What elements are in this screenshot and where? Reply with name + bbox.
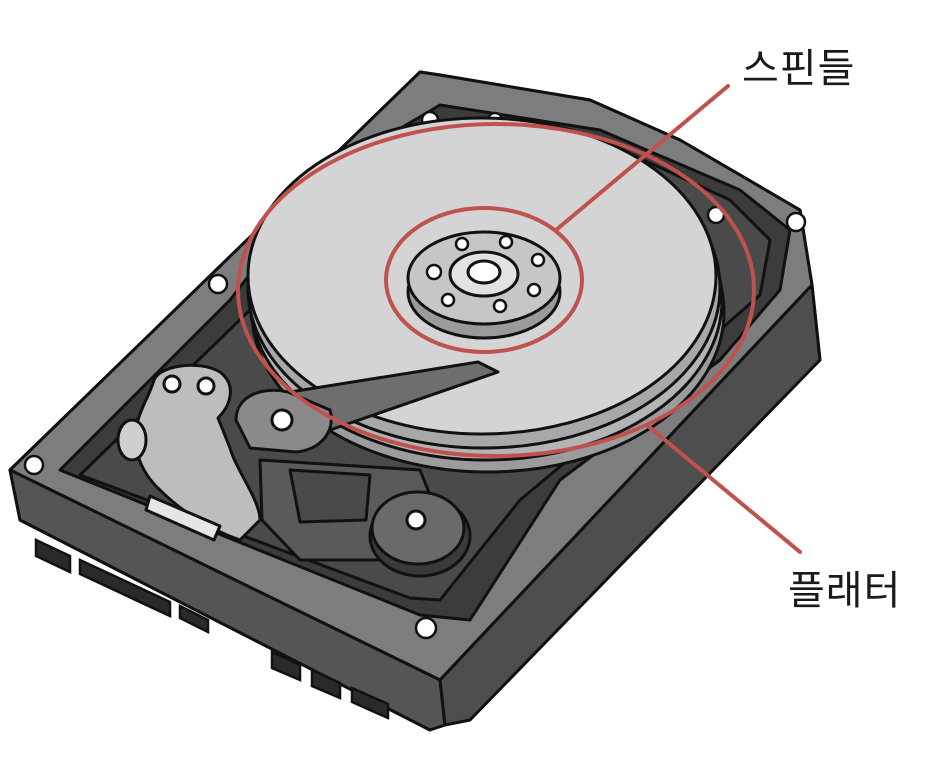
- annotation-highlights: [236, 84, 802, 554]
- actuator-bracket: [116, 363, 262, 542]
- connector-slots: [34, 538, 390, 720]
- platter-label: 플래터: [788, 568, 902, 614]
- spindle-label: 스핀들: [742, 46, 856, 92]
- spindle-leader-line: [554, 84, 730, 232]
- read-write-arm: [234, 360, 500, 578]
- platter-highlight-ring: [236, 122, 756, 458]
- spindle-highlight-ring: [384, 206, 584, 354]
- platter-leader-line: [646, 424, 802, 554]
- spindle-hub: [406, 230, 562, 340]
